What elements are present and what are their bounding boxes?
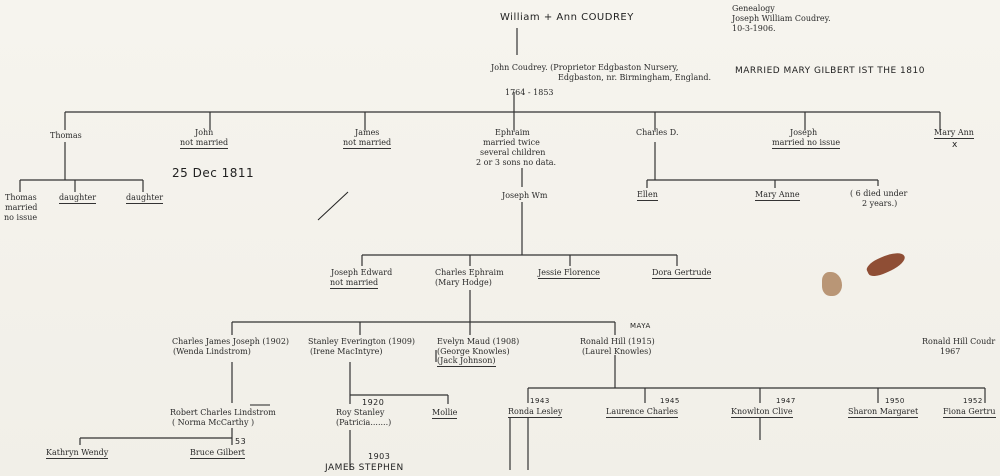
gen5-cjj-spouse: (Wenda Lindstrom) <box>173 347 251 356</box>
handwritten-mary-ann-mark: x <box>952 140 958 150</box>
handwritten-born-1943: 1943 <box>530 397 550 405</box>
gen2-charles: Charles D. <box>636 128 679 137</box>
paper-stain <box>822 272 842 296</box>
gen7-bruce-gilbert: Bruce Gilbert <box>190 448 246 459</box>
gen6-robert-spouse: ( Norma McCarthy ) <box>172 418 255 427</box>
header-title: Genealogy <box>732 4 775 13</box>
gen4-joseph-edward-note: not married <box>330 278 379 289</box>
gen2-ephraim-l3: 2 or 3 sons no data. <box>476 158 557 167</box>
gen6-laurence-charles: Laurence Charles <box>606 407 678 418</box>
gen5-ronald-right-year: 1967 <box>940 347 961 356</box>
handwritten-john-date: 25 Dec 1811 <box>172 166 255 180</box>
john-coudrey-address: Edgbaston, nr. Birmingham, England. <box>558 73 712 82</box>
gen3-mary-anne: Mary Anne <box>755 190 800 201</box>
gen3-daughter-2: daughter <box>126 193 164 204</box>
gen5-evelyn-spouse-1: (George Knowles) <box>437 347 510 356</box>
gen4-jessie-florence: Jessie Florence <box>538 268 600 279</box>
gen5-stanley-everington: Stanley Everington (1909) <box>308 337 416 346</box>
handwritten-hill-note: MAYA <box>630 322 651 330</box>
gen2-john: John <box>195 128 214 137</box>
gen2-thomas: Thomas <box>50 131 82 140</box>
gen5-evelyn-maud: Evelyn Maud (1908) <box>437 337 520 346</box>
gen2-james-note: not married <box>343 138 392 149</box>
gen3-thomas-l2: married <box>5 203 38 212</box>
gen2-joseph: Joseph <box>790 128 818 137</box>
gen2-ephraim-l2: several children <box>480 148 546 157</box>
gen6-fiona: Fiona Gertru <box>943 407 996 418</box>
handwritten-born-1945: 1945 <box>660 397 680 405</box>
gen2-ephraim-l1: married twice <box>483 138 540 147</box>
gen3-joseph-wm: Joseph Wm <box>502 191 548 200</box>
handwritten-born-1952: 1952 <box>963 397 983 405</box>
gen4-charles-ephraim: Charles Ephraim <box>435 268 504 277</box>
handwritten-mark-53: 53 <box>235 437 247 446</box>
gen4-dora-gertrude: Dora Gertrude <box>652 268 712 279</box>
gen3-six-died-l1: ( 6 died under <box>850 189 908 198</box>
gen7-kathryn-wendy: Kathryn Wendy <box>46 448 109 459</box>
gen3-daughter-1: daughter <box>59 193 97 204</box>
handwritten-born-1950: 1950 <box>885 397 905 405</box>
gen2-ephraim: Ephraim <box>495 128 530 137</box>
gen4-joseph-edward: Joseph Edward <box>331 268 393 277</box>
gen6-roy-stanley: Roy Stanley <box>336 408 385 417</box>
gen6-mollie: Mollie <box>432 408 458 419</box>
gen5-ronald-hill: Ronald Hill (1915) <box>580 337 655 346</box>
gen5-charles-james-joseph: Charles James Joseph (1902) <box>172 337 290 346</box>
gen6-ronda-lesley: Ronda Lesley <box>508 407 563 418</box>
gen3-ellen: Ellen <box>637 190 658 201</box>
gen6-robert: Robert Charles Lindstrom <box>170 408 276 417</box>
gen5-evelyn-spouse-2: (Jack Johnson) <box>437 356 496 367</box>
handwritten-born-1903: 1903 <box>368 452 391 461</box>
gen6-sharon-margaret: Sharon Margaret <box>848 407 919 418</box>
handwritten-born-1947: 1947 <box>776 397 796 405</box>
gen2-james: James <box>355 128 380 137</box>
header-name: Joseph William Coudrey. <box>732 14 831 23</box>
gen3-six-died-l2: 2 years.) <box>862 199 898 208</box>
handwritten-born-1920: 1920 <box>362 398 385 407</box>
gen6-roy-spouse: (Patricia.......) <box>336 418 392 427</box>
gen6-knowlton-clive: Knowlton Clive <box>731 407 793 418</box>
gen5-ronald-spouse: (Laurel Knowles) <box>582 347 652 356</box>
gen2-joseph-note: married no issue <box>772 138 841 149</box>
gen5-stanley-spouse: (Irene MacIntyre) <box>310 347 383 356</box>
gen4-charles-ephraim-spouse: (Mary Hodge) <box>435 278 492 287</box>
handwritten-parents: William + Ann COUDREY <box>500 12 634 23</box>
gen3-thomas: Thomas <box>5 193 37 202</box>
john-coudrey-name: John Coudrey. (Proprietor Edgbaston Nurs… <box>491 63 679 72</box>
handwritten-james-stephen: JAMES STEPHEN <box>325 463 404 473</box>
gen3-thomas-l3: no issue <box>4 213 38 222</box>
handwritten-marriage-note: MARRIED MARY GILBERT IST THE 1810 <box>735 66 925 76</box>
john-coudrey-years: 1764 - 1853 <box>505 88 554 97</box>
gen5-ronald-right: Ronald Hill Coudr <box>922 337 996 346</box>
header-date: 10-3-1906. <box>732 24 776 33</box>
gen2-mary-ann: Mary Ann <box>934 128 974 139</box>
gen2-john-note: not married <box>180 138 229 149</box>
